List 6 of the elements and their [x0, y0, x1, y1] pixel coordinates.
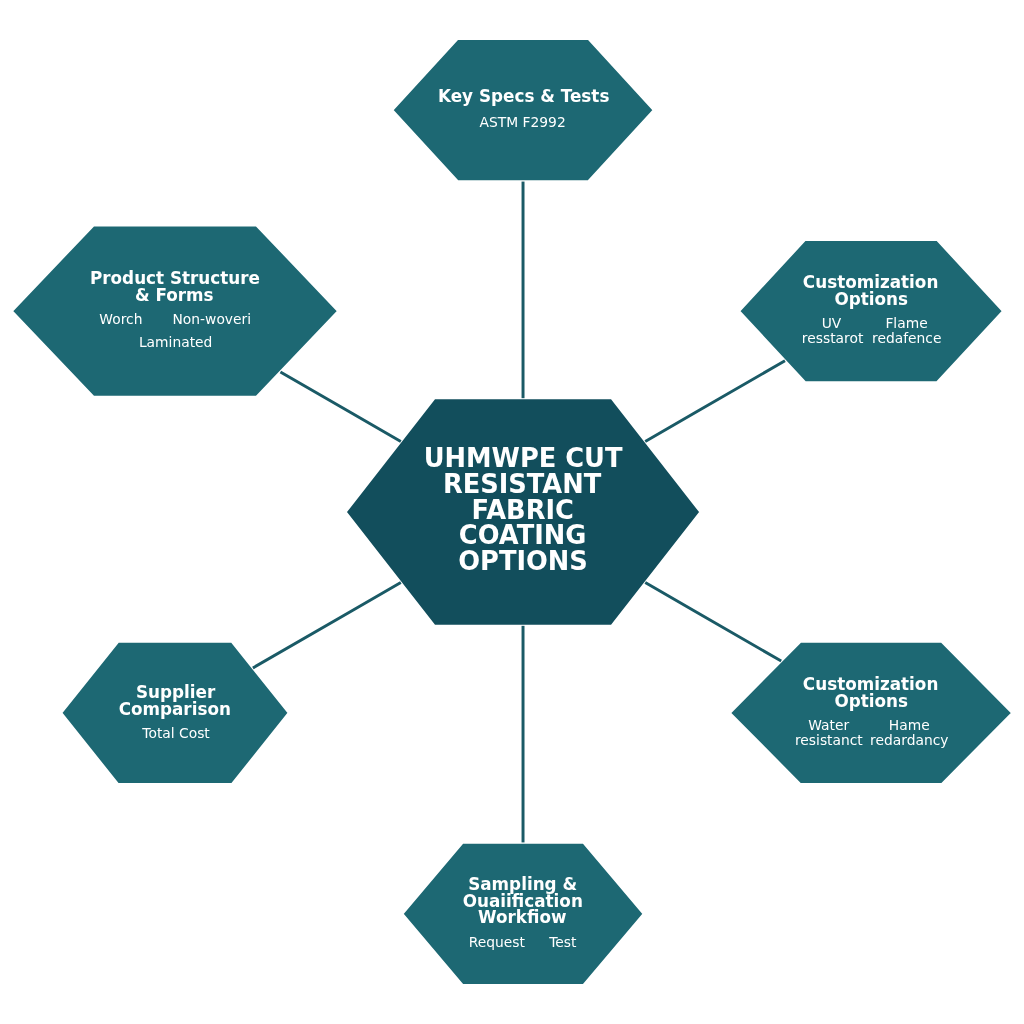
connector	[644, 359, 786, 443]
connector	[279, 370, 402, 443]
connector	[521, 181, 525, 399]
connector	[521, 625, 525, 843]
connector	[644, 581, 782, 663]
connector	[252, 581, 402, 670]
